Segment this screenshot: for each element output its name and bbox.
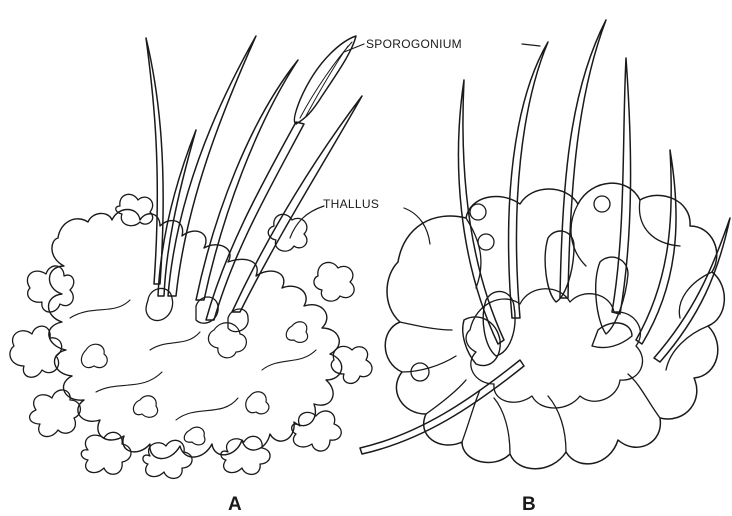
thallus-a-lobe xyxy=(143,440,192,478)
sporophyte-horn xyxy=(509,42,548,318)
thallus-a-hole xyxy=(133,396,157,418)
thallus-a-lobe xyxy=(331,346,372,383)
thallus-b-lobe-edge xyxy=(400,200,712,454)
panel-a-illustration xyxy=(10,36,372,478)
panel-b-illustration xyxy=(360,20,730,469)
panel-b-label: B xyxy=(522,494,536,515)
thallus-a-lobe xyxy=(221,436,270,474)
sporophyte-horn xyxy=(560,20,606,298)
gemma-cup xyxy=(411,363,429,381)
gemma-cup xyxy=(594,196,610,212)
thallus-a-lobe xyxy=(10,326,62,377)
sporophyte-horn xyxy=(196,60,298,300)
sporophyte-horn xyxy=(146,38,163,284)
thallus-a-lobe xyxy=(292,411,342,451)
thallus-a-hole xyxy=(246,392,269,414)
thallus-a-lobe xyxy=(314,262,354,301)
thallus-a-hole xyxy=(184,427,205,445)
sporophyte-horn xyxy=(458,80,504,344)
thallus-a-body xyxy=(49,210,342,459)
gemma-cup xyxy=(478,234,494,250)
thallus-label: THALLUS xyxy=(323,197,379,211)
sporogonium-label: SPOROGONIUM xyxy=(366,37,462,51)
capsule-valve-line xyxy=(300,42,352,118)
sporophyte-horn xyxy=(636,150,676,344)
sporophytes-a xyxy=(146,36,362,332)
thallus-leader xyxy=(404,208,430,244)
gemma-cup xyxy=(470,204,486,220)
sporogonium-leader xyxy=(522,44,540,46)
panel-a-label: A xyxy=(228,494,242,515)
thallus-a-hole xyxy=(81,344,107,367)
sporophytes-b xyxy=(360,20,730,454)
thallus-a-lobe xyxy=(30,390,81,437)
thallus-a-hole xyxy=(286,322,307,343)
involucre xyxy=(463,317,500,366)
sporophyte-horn xyxy=(168,36,256,296)
